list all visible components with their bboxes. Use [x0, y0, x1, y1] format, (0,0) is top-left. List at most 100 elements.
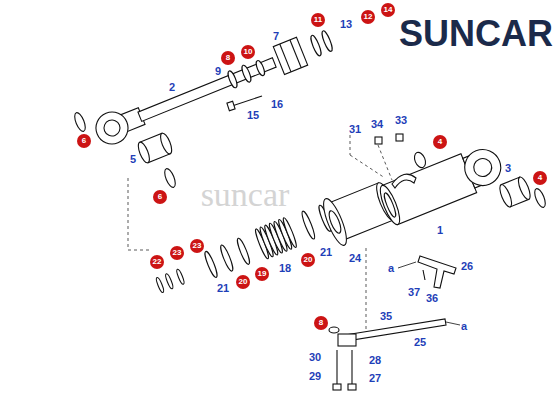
callout-number: 23 [170, 246, 184, 260]
callout-number: 30 [309, 352, 321, 363]
callout-number: 9 [215, 66, 221, 77]
part-outline [102, 118, 123, 139]
seal-ring [73, 111, 88, 133]
callout-number: 4 [433, 135, 447, 149]
leader-line [446, 322, 460, 325]
bolt [375, 137, 382, 144]
callout-number: 37 [408, 287, 420, 298]
callout-number: 1 [437, 225, 443, 236]
piston-rod [91, 25, 336, 149]
part-outline [138, 58, 276, 122]
part-outline [366, 248, 367, 330]
part-outline [73, 25, 548, 390]
block [338, 334, 356, 346]
callout-number: 24 [349, 253, 361, 264]
part-outline [290, 40, 301, 68]
callout-number: a [461, 321, 467, 332]
packing-ring [281, 217, 298, 249]
callout-number: 16 [271, 99, 283, 110]
bushing [136, 132, 174, 164]
callout-number: 19 [255, 267, 269, 281]
callout-number: 25 [414, 337, 426, 348]
part-outline [203, 250, 219, 278]
callout-number: 31 [349, 124, 361, 135]
part-outline [240, 64, 252, 83]
callout-number: 26 [461, 261, 473, 272]
part-outline [516, 176, 532, 201]
callout-number: 21 [217, 283, 229, 294]
brand-logo: SUNCAR [399, 16, 553, 52]
callout-number: 20 [236, 275, 250, 289]
callout-number: 35 [380, 311, 392, 322]
rod-bar [345, 319, 446, 341]
callout-number: 10 [241, 45, 255, 59]
callout-number: 2 [169, 82, 175, 93]
callout-number: 6 [77, 134, 91, 148]
callout-number: 3 [505, 163, 511, 174]
part-outline [471, 156, 494, 179]
cylinder-tube [377, 141, 508, 226]
part-outline [227, 101, 235, 110]
callout-number: 18 [279, 263, 291, 274]
callout-number: 33 [395, 115, 407, 126]
callout-number: 27 [369, 373, 381, 384]
bracket [418, 256, 456, 288]
callout-number: 13 [340, 19, 352, 30]
bolt [396, 134, 403, 141]
part-outline [350, 155, 385, 178]
leader-lines [128, 135, 392, 330]
seal-ring [533, 187, 548, 209]
part-outline [158, 132, 174, 155]
part-outline [498, 183, 514, 208]
part-outline [320, 30, 334, 53]
part-outline [164, 273, 174, 289]
callout-number: 22 [150, 255, 164, 269]
part-outline [176, 269, 186, 285]
callout-number: 14 [381, 3, 395, 17]
callout-number: 20 [301, 253, 315, 267]
seal-ring [412, 151, 427, 170]
part-outline [273, 37, 307, 74]
callout-number: 23 [190, 239, 204, 253]
bushing [498, 176, 533, 209]
callout-number: 29 [309, 371, 321, 382]
leader-line [398, 262, 416, 268]
bolt [333, 384, 341, 390]
part-outline [382, 154, 477, 225]
part-outline [255, 60, 267, 77]
part-outline [226, 70, 238, 89]
bolt [348, 384, 356, 390]
part-outline [219, 244, 235, 272]
part-outline [232, 96, 262, 106]
part-outline [300, 210, 317, 240]
part-outline [235, 237, 251, 265]
part-outline [128, 178, 129, 250]
part-outline [377, 183, 404, 226]
callout-number: 11 [311, 13, 325, 27]
part-outline [128, 250, 150, 251]
part-outline [136, 141, 152, 164]
callout-number: 7 [273, 31, 279, 42]
part-outline [327, 209, 343, 234]
callout-number: a [388, 263, 394, 274]
part-outline [280, 44, 291, 72]
part-outline [319, 196, 351, 248]
bolt [351, 350, 352, 388]
callout-number: 15 [247, 110, 259, 121]
part-outline [459, 144, 506, 191]
callout-number: 28 [369, 355, 381, 366]
callout-number: 8 [314, 316, 328, 330]
callout-number: 8 [221, 51, 235, 65]
part-outline [155, 277, 165, 293]
bolt [336, 350, 337, 388]
part-outline [382, 192, 397, 218]
seal-kit [152, 202, 334, 300]
bolt [423, 270, 425, 280]
watermark: suncar [201, 178, 290, 212]
part-outline [91, 107, 133, 149]
callout-number: 34 [371, 119, 383, 130]
part-outline [309, 34, 323, 57]
seal-ring [329, 327, 339, 333]
part-outline [350, 135, 351, 155]
